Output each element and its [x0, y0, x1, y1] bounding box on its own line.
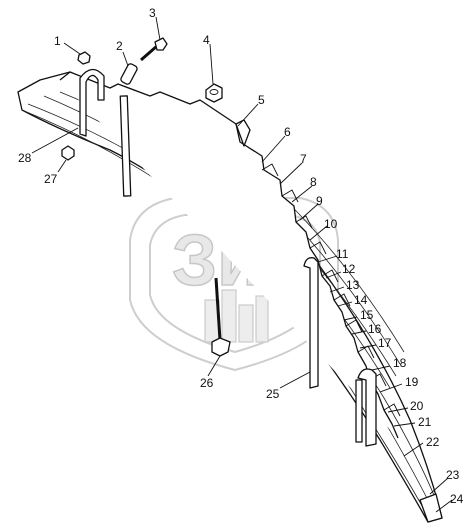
watermark-building-icon: [255, 295, 269, 343]
callout-19: 19: [405, 375, 419, 389]
bolt-part-3-icon: [140, 37, 168, 62]
callout-27: 27: [44, 172, 58, 186]
callout-1: 1: [54, 34, 61, 48]
nut-part-4-icon: [205, 83, 223, 103]
bushing-part-2-icon: [120, 63, 138, 85]
callout-14: 14: [354, 293, 368, 307]
callout-4: 4: [203, 33, 210, 47]
leader-lines: [31, 16, 453, 513]
callout-24: 24: [450, 492, 464, 506]
callout-15: 15: [360, 308, 374, 322]
center-bolt-part-26-icon: [211, 277, 231, 357]
callout-16: 16: [368, 322, 382, 336]
callout-10: 10: [324, 217, 338, 231]
callout-12: 12: [342, 262, 356, 276]
callout-2: 2: [116, 39, 123, 53]
callout-labels: 1 2 3 4 5 6 7 8 9 10 11 12 13 14 15 16 1…: [18, 6, 464, 506]
right-lower-clamp: [355, 368, 377, 447]
callout-7: 7: [300, 152, 307, 166]
callout-26: 26: [200, 376, 214, 390]
callout-11: 11: [336, 247, 349, 261]
callout-13: 13: [346, 278, 360, 292]
right-upper-clamp: [303, 257, 319, 389]
callout-9: 9: [316, 194, 323, 208]
callout-25: 25: [266, 387, 280, 401]
nut-part-27-icon: [61, 145, 75, 161]
callout-3: 3: [149, 6, 156, 20]
center-clamp-bolt: [119, 95, 132, 197]
callout-20: 20: [410, 399, 424, 413]
left-u-bolt-clamp: [79, 68, 105, 137]
callout-21: 21: [418, 415, 432, 429]
callout-22: 22: [426, 435, 440, 449]
callout-17: 17: [378, 336, 392, 350]
callout-6: 6: [284, 125, 291, 139]
callout-5: 5: [258, 93, 265, 107]
callout-23: 23: [446, 468, 460, 482]
callout-18: 18: [393, 356, 407, 370]
watermark-building-icon: [238, 304, 254, 343]
nut-part-1-icon: [77, 51, 91, 65]
callout-28: 28: [18, 151, 32, 165]
callout-8: 8: [310, 175, 317, 189]
